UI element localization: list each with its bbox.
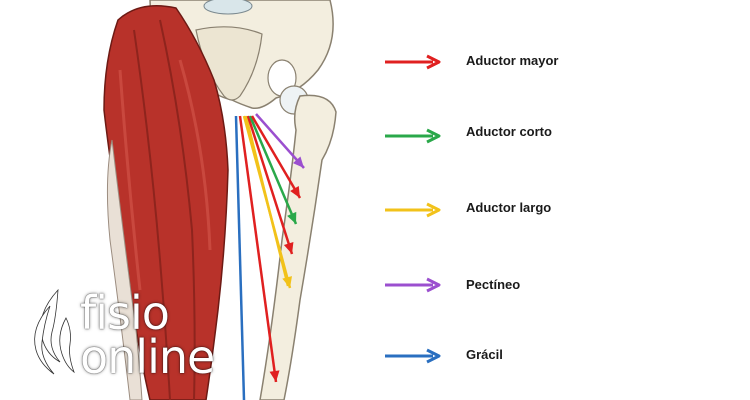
muscle-arrowhead-pectineo bbox=[292, 156, 304, 168]
legend-arrow-pectineo bbox=[385, 277, 441, 293]
muscle-arrow-pectineo bbox=[255, 113, 305, 169]
muscle-arrow-aductor-mayor bbox=[250, 115, 302, 199]
muscle-arrow-aductor-corto bbox=[248, 115, 298, 225]
legend-label-pectineo: Pectíneo bbox=[466, 277, 521, 292]
muscle-arrow-aductor-mayor bbox=[246, 115, 294, 255]
legend-label-gracil: Grácil bbox=[466, 347, 503, 362]
muscle-arrowhead-aductor-mayor bbox=[290, 185, 300, 198]
legend-label-aductor-mayor: Aductor mayor bbox=[466, 53, 559, 68]
muscle-arrowhead-aductor-mayor bbox=[269, 370, 280, 382]
muscle-arrow-aductor-mayor bbox=[238, 115, 278, 383]
muscle-arrowhead-aductor-mayor bbox=[283, 242, 294, 254]
flame-logo-icon bbox=[34, 288, 75, 375]
brand-word-fisio: fisio bbox=[80, 286, 170, 340]
muscle-arrowhead-aductor-corto bbox=[287, 211, 297, 224]
legend-label-aductor-corto: Aductor corto bbox=[466, 124, 552, 139]
legend-arrow-aductor-mayor bbox=[385, 54, 441, 70]
tendon-band bbox=[106, 139, 143, 400]
vertebra-disc bbox=[203, 0, 253, 15]
legend-arrow-aductor-largo bbox=[385, 202, 441, 218]
muscle-arrows-group bbox=[234, 113, 305, 400]
legend-arrow-aductor-corto bbox=[385, 128, 441, 144]
muscle-arrow-gracil bbox=[234, 115, 246, 400]
brand-word-online: online bbox=[80, 330, 215, 384]
muscle-fiber bbox=[133, 29, 171, 400]
legend-arrow-gracil bbox=[385, 348, 441, 364]
brand-logo: fisio online bbox=[28, 286, 228, 382]
muscle-fiber bbox=[178, 59, 212, 251]
muscle-arrow-aductor-largo bbox=[244, 115, 290, 287]
legend-label-aductor-largo: Aductor largo bbox=[466, 200, 552, 215]
muscle-fiber bbox=[159, 19, 196, 400]
muscle-fiber bbox=[118, 69, 142, 291]
